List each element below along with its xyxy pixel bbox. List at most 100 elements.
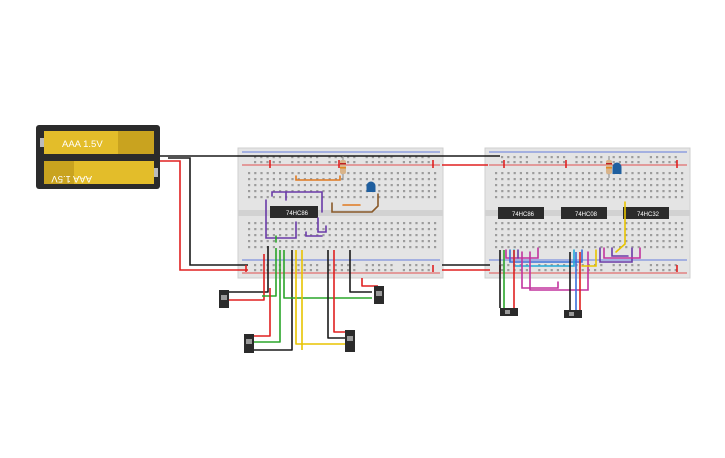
breadboard-hole [668, 246, 671, 249]
led-blue-right[interactable] [612, 162, 622, 175]
breadboard-hole [434, 190, 437, 193]
breadboard-rail-hole [668, 269, 671, 272]
breadboard-rail-hole [674, 161, 677, 164]
breadboard-hole [254, 234, 257, 237]
breadboard-hole [513, 184, 516, 187]
switch-2[interactable] [374, 286, 384, 304]
breadboard-hole [396, 172, 399, 175]
switch-4[interactable] [345, 330, 355, 352]
breadboard-hole [501, 178, 504, 181]
breadboard-hole [643, 184, 646, 187]
breadboard-rail-hole [563, 161, 566, 164]
chip-74hc86-right[interactable]: 74HC86 [498, 207, 544, 219]
breadboard-hole [434, 246, 437, 249]
switch-3[interactable] [244, 334, 254, 353]
switch-5[interactable] [500, 308, 518, 316]
breadboard-hole [409, 172, 412, 175]
breadboard-hole [316, 234, 319, 237]
breadboard-hole [415, 246, 418, 249]
breadboard-hole [656, 234, 659, 237]
led-blue-left[interactable] [366, 181, 376, 193]
breadboard-hole [538, 196, 541, 199]
breadboard-rail-hole [371, 156, 374, 159]
breadboard-rail-hole [656, 264, 659, 267]
breadboard-hole [272, 172, 275, 175]
breadboard-hole [625, 246, 628, 249]
breadboard-hole [557, 222, 560, 225]
breadboard-rail-hole [402, 156, 405, 159]
breadboard-hole [427, 240, 430, 243]
breadboard-hole [631, 234, 634, 237]
breadboard-hole [365, 234, 368, 237]
breadboard-hole [396, 240, 399, 243]
switch-wires-left[interactable] [228, 246, 378, 351]
breadboard-hole [353, 196, 356, 199]
switch-1[interactable] [219, 290, 229, 308]
breadboard-hole [248, 240, 251, 243]
breadboard-hole [310, 178, 313, 181]
breadboard-hole [415, 190, 418, 193]
breadboard-rail-hole [303, 269, 306, 272]
breadboard-hole [341, 178, 344, 181]
breadboard-hole [612, 184, 615, 187]
breadboard-rail-hole [600, 161, 603, 164]
breadboard-rail-hole [291, 156, 294, 159]
chip-74hc32[interactable]: 74HC32 [623, 207, 669, 219]
breadboard-hole [285, 190, 288, 193]
breadboard-hole [668, 240, 671, 243]
breadboard-hole [334, 184, 337, 187]
chip-1-label: 74HC86 [286, 211, 309, 217]
breadboard-rail-hole [254, 161, 257, 164]
chip-74hc08[interactable]: 74HC08 [561, 207, 607, 219]
switch-wires-right[interactable] [499, 250, 581, 310]
wires-board-1[interactable] [265, 175, 379, 243]
breadboard-rail-hole [637, 161, 640, 164]
breadboard-hole [532, 184, 535, 187]
breadboard-rail-hole [303, 264, 306, 267]
breadboard-rail-hole [303, 161, 306, 164]
breadboard-hole [409, 234, 412, 237]
breadboard-hole [662, 234, 665, 237]
breadboard-hole [285, 222, 288, 225]
chip-74hc86-left[interactable]: 74HC86 [270, 206, 318, 218]
breadboard-rail-hole [427, 264, 430, 267]
breadboard-hole [501, 240, 504, 243]
breadboard-rail-hole [525, 264, 528, 267]
breadboard-hole [353, 178, 356, 181]
breadboard-rail-hole [637, 156, 640, 159]
battery-pack[interactable]: AAA 1.5V AAA 1.5V [36, 125, 160, 189]
switch-6[interactable] [564, 310, 582, 318]
power-wires[interactable] [160, 155, 678, 272]
breadboard-hole [643, 190, 646, 193]
breadboard-hole [637, 172, 640, 175]
battery-cell-top-label: AAA 1.5V [62, 139, 103, 150]
breadboard-hole [569, 222, 572, 225]
breadboard-hole [328, 184, 331, 187]
breadboard-hole [266, 196, 269, 199]
breadboard-hole [434, 222, 437, 225]
breadboard-hole [637, 222, 640, 225]
breadboard-hole [612, 196, 615, 199]
breadboard-hole [606, 196, 609, 199]
breadboard-hole [403, 172, 406, 175]
breadboard-hole [544, 196, 547, 199]
resistor-right[interactable] [606, 156, 612, 178]
breadboard-hole [279, 246, 282, 249]
breadboard-rail-hole [563, 269, 566, 272]
breadboard-hole [557, 190, 560, 193]
breadboard-rail-hole [625, 269, 628, 272]
breadboard-hole [310, 222, 313, 225]
breadboard-rail-hole [656, 269, 659, 272]
resistor-left[interactable] [340, 156, 346, 180]
breadboard-hole [619, 178, 622, 181]
breadboard-rail-hole [581, 161, 584, 164]
breadboard-rail-hole [297, 264, 300, 267]
breadboard-rail-hole [328, 269, 331, 272]
breadboard-hole [359, 240, 362, 243]
breadboard-hole [575, 240, 578, 243]
breadboard-rail-hole [600, 156, 603, 159]
breadboard-hole [619, 184, 622, 187]
breadboard-hole [266, 178, 269, 181]
breadboard-hole [637, 234, 640, 237]
breadboard-rail-hole [587, 161, 590, 164]
